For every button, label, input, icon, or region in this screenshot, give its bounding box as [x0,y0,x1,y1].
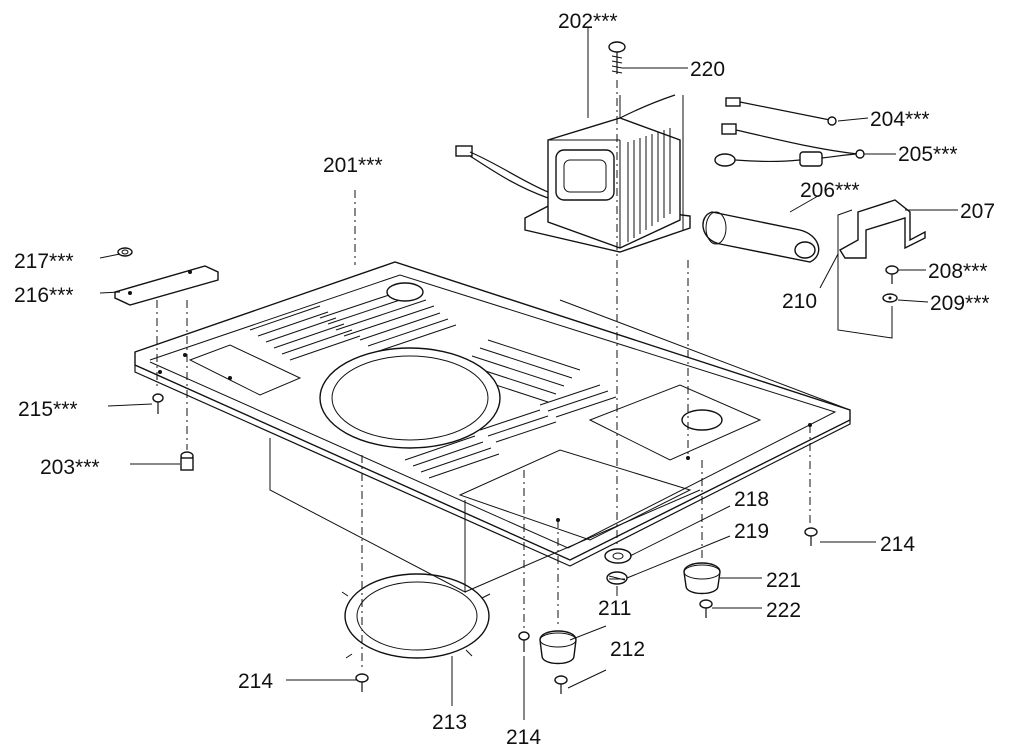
label-207: 207 [960,200,995,223]
turntable-opening [319,347,501,449]
vent-slots-left [249,287,457,361]
label-204: 204*** [870,108,930,131]
label-208: 208*** [928,260,988,283]
screw-212-bottom [554,675,568,694]
screw-208 [885,265,899,284]
washer-217 [117,247,133,257]
label-203: 203*** [40,456,100,479]
foot-221 [683,562,721,595]
label-217: 217*** [14,250,74,273]
screw-214-right [804,527,818,546]
label-215: 215*** [18,398,78,421]
foot-203 [180,451,194,471]
label-212: 212 [610,638,645,661]
washer-209 [882,293,898,303]
screw-222 [699,599,713,618]
label-210: 210 [782,290,817,313]
label-219: 219 [734,520,769,543]
screw-214-left [355,673,369,692]
capacitor [702,211,820,263]
label-201: 201*** [323,154,383,177]
wire-205 [714,123,865,167]
screw-220 [608,41,626,74]
label-221: 221 [766,569,801,592]
label-205: 205*** [898,143,958,166]
label-222: 222 [766,599,801,622]
wire-204 [725,97,837,126]
assembly-lines [156,28,893,670]
transformer [524,94,691,253]
label-202: 202*** [558,10,618,33]
transformer-lead-wire [455,145,549,199]
nut-219 [606,571,628,585]
label-213: 213 [432,711,467,734]
label-211: 211 [598,597,631,620]
screw-214-bottom [518,631,530,652]
label-209: 209*** [930,292,990,315]
screw-215 [152,393,164,414]
label-216: 216*** [14,284,74,307]
label-218: 218 [734,488,769,511]
label-214-bottom: 214 [506,726,541,749]
foot-212 [539,630,577,665]
capacitor-bracket [839,199,926,259]
turntable-support [341,573,491,659]
label-214-right: 214 [880,533,915,556]
vent-slots-bottom [404,409,557,479]
washer-218 [604,548,632,564]
label-214-left: 214 [238,670,273,693]
label-220: 220 [690,58,725,81]
base-plate [134,261,851,567]
vent-slots-right [455,339,617,418]
label-206: 206*** [800,179,860,202]
callout-labels: 202*** 220 204*** 205*** 201*** 206*** 2… [14,10,995,749]
bracket-216 [114,265,219,306]
leader-lines [99,67,958,720]
